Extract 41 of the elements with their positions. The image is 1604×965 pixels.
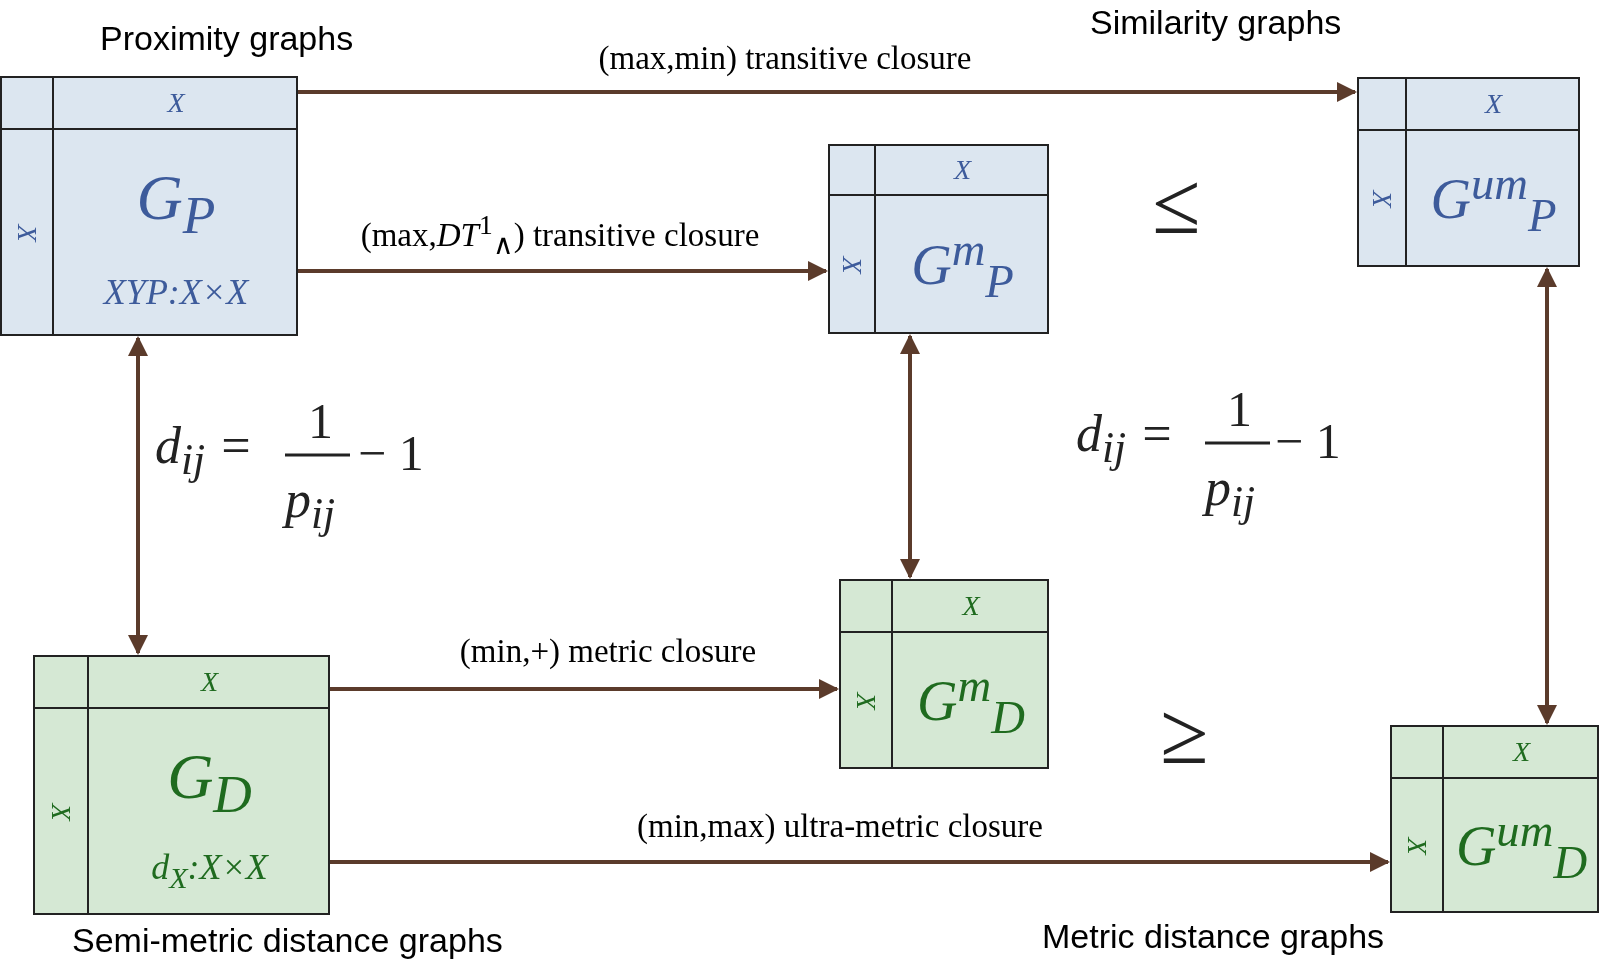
arrow	[330, 679, 839, 699]
row-label: X	[1403, 837, 1431, 855]
matrix-box	[0, 76, 298, 336]
arrow	[330, 852, 1390, 872]
matrix-box	[839, 579, 1049, 769]
row-label: X	[13, 224, 41, 242]
matrix-box	[1390, 725, 1599, 913]
row-label: X	[1368, 190, 1396, 208]
column-label: X	[1512, 738, 1531, 766]
fraction-numerator: 1	[308, 396, 333, 446]
arrow	[128, 336, 148, 655]
mapping-formula: XYP:X×X	[103, 273, 249, 310]
matrix-box	[828, 144, 1049, 334]
matrix-box	[1357, 77, 1580, 267]
arrow	[900, 334, 920, 579]
formula-term: − 1	[358, 428, 424, 478]
column-label: X	[962, 592, 980, 620]
inequality-sign: ≥	[1160, 690, 1209, 778]
formula-term: d$_{ij}$ =	[155, 420, 254, 482]
row-label: X	[852, 692, 880, 710]
group-heading: Metric distance graphs	[1042, 918, 1385, 956]
group-heading: Similarity graphs	[1090, 4, 1342, 42]
arrow	[1537, 267, 1557, 725]
row-label: X	[47, 803, 75, 821]
arrow	[298, 261, 828, 281]
row-label: X	[838, 256, 866, 274]
formula-term: − 1	[1275, 416, 1341, 466]
inequality-sign: ≤	[1152, 160, 1201, 248]
graph-symbol: G$_{P}$	[136, 165, 216, 242]
group-heading: Semi-metric distance graphs	[72, 922, 503, 960]
formula-term: d$_{ij}$ =	[1076, 408, 1175, 470]
arrow	[298, 82, 1357, 102]
fraction-numerator: 1	[1227, 384, 1252, 434]
group-heading: Proximity graphs	[100, 20, 354, 58]
mapping-formula: d$_{X}$:X×X	[151, 849, 268, 893]
column-label: X	[953, 156, 972, 184]
column-label: X	[1484, 90, 1503, 118]
graph-symbol: G$_{D}$	[167, 744, 252, 821]
column-label: X	[167, 89, 185, 117]
column-label: X	[200, 668, 219, 696]
matrix-box	[33, 655, 330, 915]
